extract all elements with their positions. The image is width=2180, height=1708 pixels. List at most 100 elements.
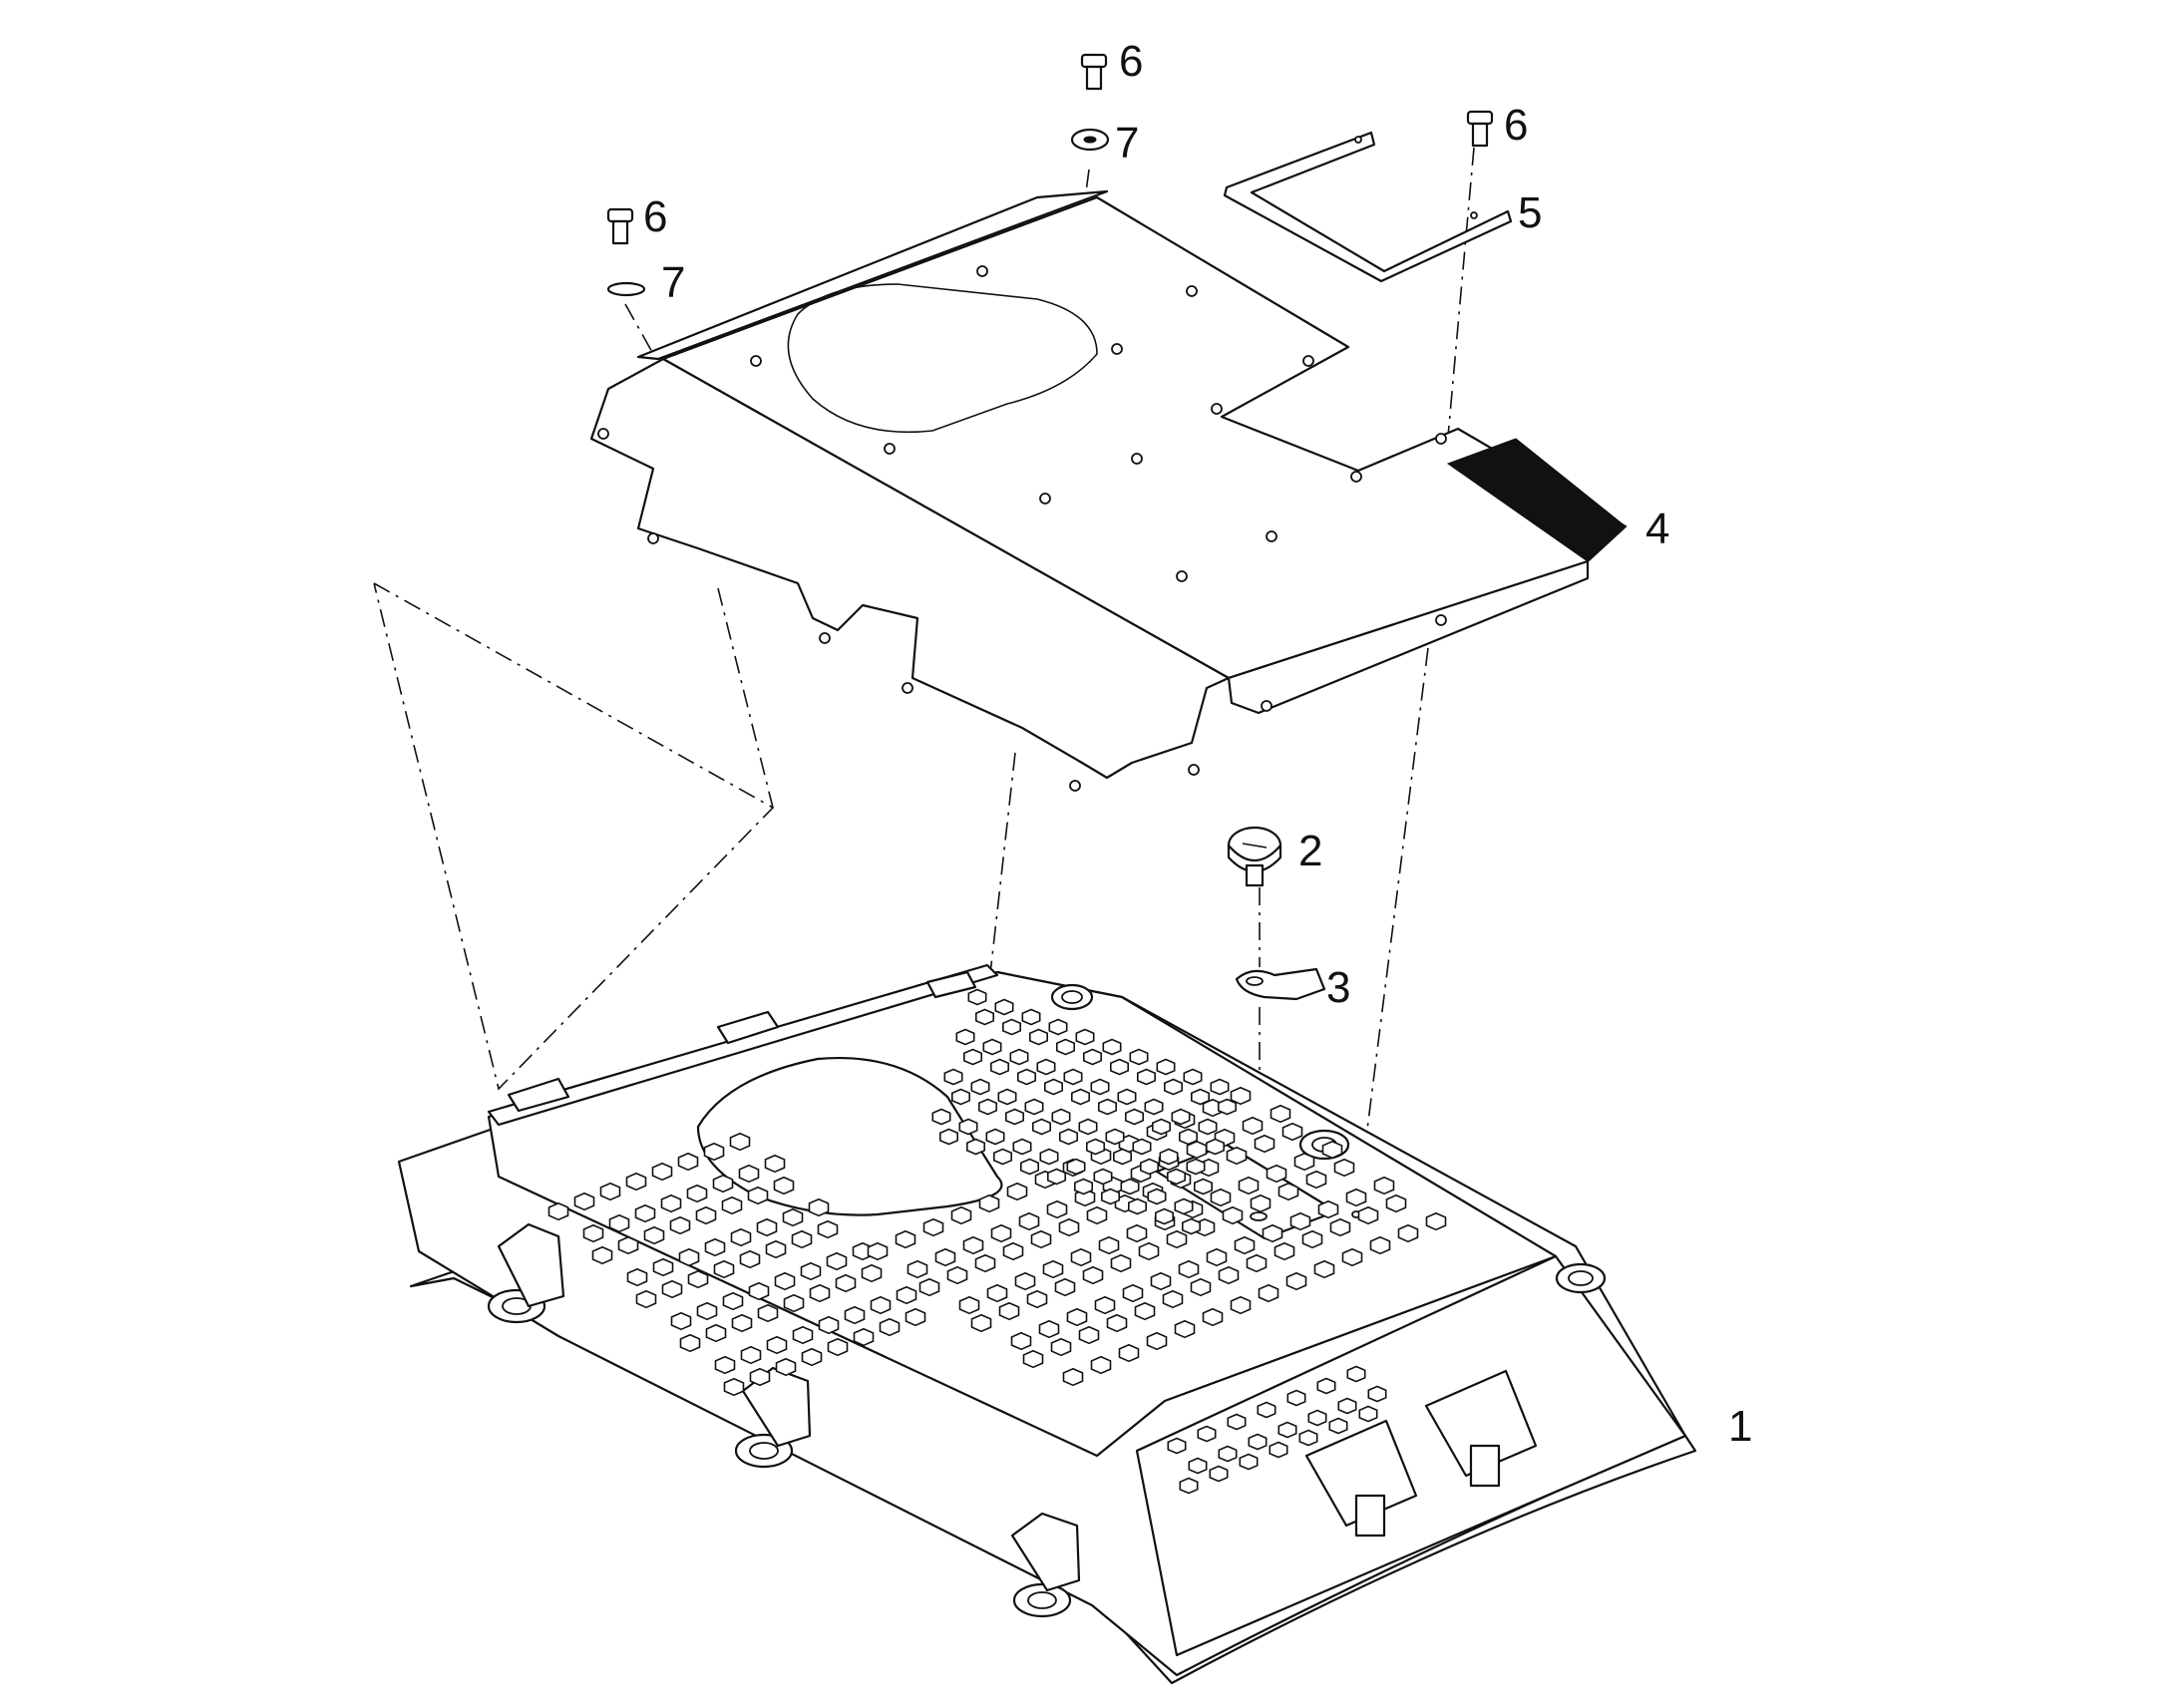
vent-cell: [835, 1273, 857, 1293]
bracket-part-5: [1223, 131, 1513, 283]
vent-cell: [1030, 1229, 1052, 1249]
vent-cell: [703, 1142, 725, 1162]
vent-cell: [978, 1194, 1000, 1213]
callout-6-left: 6: [643, 192, 667, 241]
vent-cell: [808, 1197, 830, 1217]
vent-cell: [1222, 1205, 1244, 1225]
vent-cell: [756, 1217, 778, 1237]
callout-6-right: 6: [1504, 101, 1528, 150]
vent-cell: [1301, 1229, 1323, 1249]
vent-cell: [970, 1078, 990, 1096]
vent-cell: [652, 1257, 674, 1277]
vent-cell: [660, 1194, 682, 1213]
vent-cell: [1009, 1048, 1029, 1066]
vent-cell: [1038, 1319, 1060, 1339]
vent-cell: [1273, 1241, 1295, 1261]
vent-cell: [958, 1295, 980, 1315]
vent-cell: [1140, 1158, 1159, 1176]
screw-part-6: [606, 53, 1494, 245]
vent-cell: [1036, 1058, 1056, 1076]
vent-cell: [895, 1229, 916, 1249]
vent-cell: [1307, 1409, 1327, 1427]
vent-cell: [992, 1148, 1013, 1166]
vent-cell: [931, 1108, 951, 1126]
vent-cell: [800, 1261, 822, 1281]
vent-cell: [1048, 1018, 1068, 1036]
vent-cell: [705, 1323, 727, 1343]
callout-6-center: 6: [1119, 37, 1143, 86]
vent-cell: [844, 1305, 866, 1325]
vent-cell: [1078, 1325, 1100, 1345]
vent-cell: [661, 1279, 683, 1299]
vent-cell: [1001, 1018, 1022, 1036]
vent-cell: [896, 1285, 917, 1305]
vent-cell: [1178, 1259, 1200, 1279]
vent-cell: [1248, 1433, 1268, 1451]
vent-cell: [695, 1205, 717, 1225]
vent-cell: [1425, 1211, 1447, 1231]
vent-cell: [722, 1291, 744, 1311]
vent-cell: [1044, 1078, 1063, 1096]
washer-part-7: [606, 128, 1110, 297]
vent-cell: [1270, 1104, 1291, 1124]
vent-cell: [635, 1289, 657, 1309]
vent-cell: [1397, 1223, 1419, 1243]
vent-cell: [950, 1088, 971, 1106]
vent-cell: [967, 988, 987, 1006]
vent-cell: [651, 1162, 673, 1182]
vent-cell: [1321, 1140, 1343, 1160]
vent-cell: [1118, 1343, 1140, 1363]
vent-cell: [547, 1201, 569, 1221]
vent-cell: [625, 1172, 647, 1192]
vent-cell: [1328, 1417, 1348, 1435]
cover-holes: [597, 265, 1447, 792]
vent-cell: [617, 1235, 639, 1255]
vent-cell: [998, 1301, 1020, 1321]
vent-cell: [1016, 1068, 1036, 1086]
vent-cell: [766, 1335, 788, 1355]
vent-cell: [1167, 1168, 1186, 1186]
vent-cell: [1281, 1122, 1303, 1142]
vent-cell: [1197, 1425, 1217, 1443]
vent-cell: [738, 1164, 760, 1184]
vent-cell: [1113, 1148, 1132, 1166]
vent-cell: [1039, 1148, 1059, 1166]
vent-cell: [962, 1235, 984, 1255]
vent-cell: [907, 1259, 928, 1279]
callout-2: 2: [1298, 827, 1322, 875]
vent-cell: [696, 1301, 718, 1321]
vent-cell: [1210, 1188, 1232, 1207]
vent-cell: [1226, 1146, 1248, 1166]
vent-cell: [974, 1008, 995, 1026]
vent-cell: [1183, 1068, 1203, 1086]
vent-cell: [1024, 1098, 1044, 1116]
vent-cell: [1373, 1176, 1395, 1196]
vent-cell: [1277, 1182, 1299, 1201]
vent-cell: [1179, 1128, 1198, 1146]
vent-cell: [757, 1303, 779, 1323]
vent-cell: [1006, 1182, 1028, 1201]
vent-cell: [1110, 1058, 1129, 1076]
vent-cell: [853, 1327, 875, 1347]
vent-cell: [1018, 1211, 1040, 1231]
vent-cell: [1086, 1205, 1108, 1225]
vent-cell: [1152, 1118, 1171, 1136]
vent-cell: [1269, 1441, 1288, 1459]
vent-cell: [1316, 1377, 1336, 1395]
callout-3: 3: [1326, 963, 1350, 1012]
vent-cell: [714, 1355, 736, 1375]
vent-cell: [1227, 1413, 1247, 1431]
vent-cell: [1122, 1283, 1144, 1303]
vent-cell: [1056, 1038, 1075, 1056]
callout-5: 5: [1518, 188, 1542, 237]
base-housing-part-1: [397, 963, 1697, 1685]
vent-cell: [861, 1263, 883, 1283]
vent-cell: [1066, 1307, 1088, 1327]
vent-cell: [801, 1347, 823, 1367]
rear-tabs: [507, 970, 977, 1113]
vent-cell: [773, 1176, 795, 1196]
vent-cell: [1218, 1445, 1238, 1463]
vent-cell: [1209, 1465, 1229, 1483]
vent-cell: [1090, 1355, 1112, 1375]
vent-cell: [1210, 1078, 1230, 1096]
